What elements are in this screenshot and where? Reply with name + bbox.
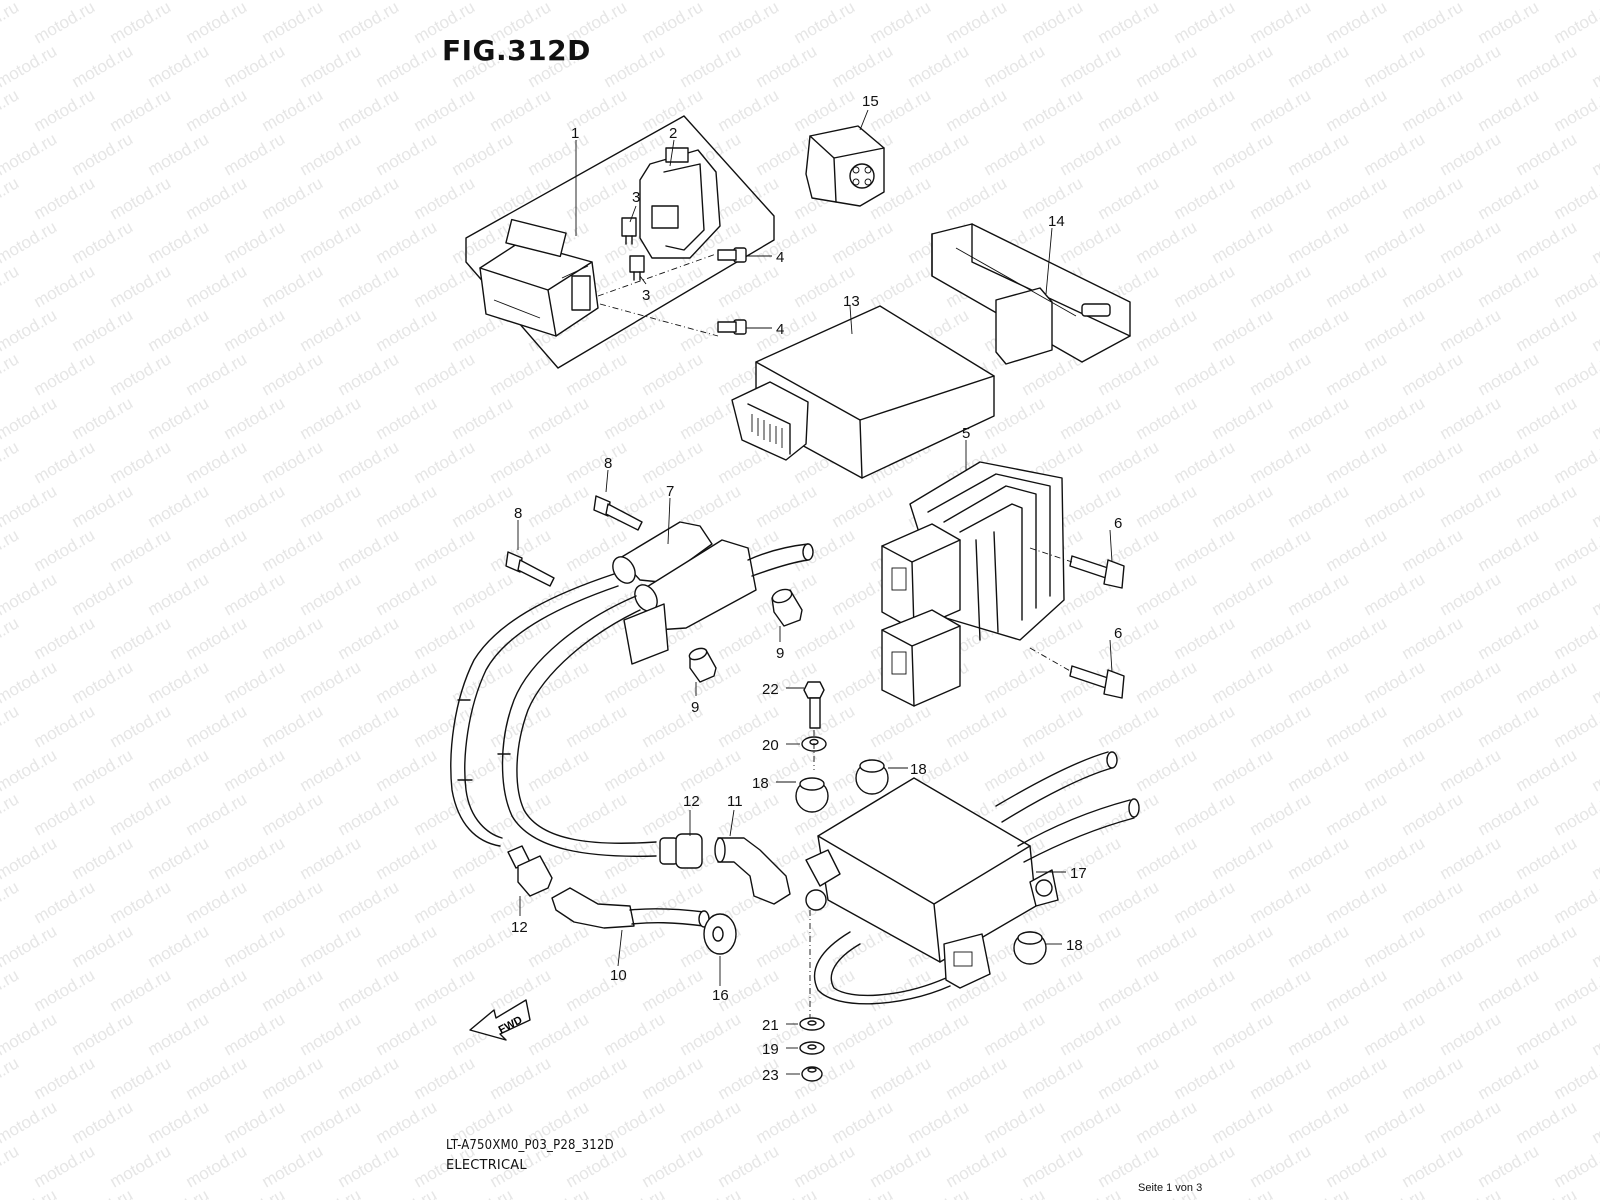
fuse-upper — [621, 217, 637, 245]
callout-labels: 1 2 3 3 4 4 5 6 6 7 8 8 9 9 10 11 12 12 … — [511, 93, 1122, 1084]
callout-2: 2 — [669, 125, 677, 142]
figure-title: FIG.312D — [442, 34, 591, 67]
callout-8: 8 — [604, 455, 612, 472]
callout-17: 17 — [1070, 865, 1087, 882]
callout-14: 14 — [1048, 213, 1065, 230]
screw-upper — [717, 247, 747, 263]
bolt-lower-regulator — [1069, 665, 1125, 699]
assembly-outline-box — [465, 115, 775, 369]
callout-10: 10 — [610, 967, 627, 984]
callout-4: 4 — [776, 321, 784, 338]
callout-6: 6 — [1114, 625, 1122, 642]
callout-18: 18 — [1066, 937, 1083, 954]
spacer-left — [688, 647, 717, 683]
callout-1: 1 — [571, 125, 579, 142]
callout-20: 20 — [762, 737, 779, 754]
bolt-coil-upper — [593, 495, 643, 531]
callout-23: 23 — [762, 1067, 779, 1084]
callout-7: 7 — [666, 483, 674, 500]
nut-23 — [801, 1066, 823, 1082]
callout-15: 15 — [862, 93, 879, 110]
plug-cap-right — [714, 837, 791, 905]
callout-11: 11 — [727, 793, 743, 810]
bolt-control-unit — [803, 681, 825, 729]
ecm — [731, 305, 995, 479]
relay-fuse-assembly — [465, 115, 775, 369]
seal-boot-center — [659, 833, 703, 869]
cushion-top — [855, 759, 889, 795]
leader-lines — [517, 109, 1113, 1075]
section-caption: ELECTRICAL — [446, 1158, 527, 1173]
callout-12: 12 — [511, 919, 528, 936]
callout-12: 12 — [683, 793, 700, 810]
ecm-cover — [931, 223, 1131, 365]
washer-lower-19 — [799, 1041, 825, 1055]
fuse-box-cover — [639, 147, 721, 259]
model-code: LT-A750XM0_P03_P28_312D — [446, 1138, 614, 1153]
plug-cap-left — [551, 887, 710, 929]
callout-9: 9 — [776, 645, 784, 662]
cushion-left — [795, 777, 829, 813]
fwd-arrow-icon: FWD — [469, 999, 531, 1041]
ignition-coil — [612, 521, 814, 665]
page-indicator: Seite 1 von 3 — [1138, 1182, 1203, 1194]
washer-lower-21 — [799, 1017, 825, 1031]
callout-4: 4 — [776, 249, 784, 266]
callout-16: 16 — [712, 987, 729, 1004]
callout-3: 3 — [642, 287, 650, 304]
relay-block — [479, 218, 599, 337]
high-tension-leads — [450, 573, 657, 857]
callout-18: 18 — [910, 761, 927, 778]
callout-21: 21 — [762, 1017, 779, 1034]
callout-9: 9 — [691, 699, 699, 716]
callout-19: 19 — [762, 1041, 779, 1058]
callout-13: 13 — [843, 293, 860, 310]
spacer-right — [771, 588, 803, 627]
callout-18: 18 — [752, 775, 769, 792]
grommet — [703, 913, 737, 955]
bolt-upper-regulator — [1069, 555, 1125, 589]
callout-22: 22 — [762, 681, 779, 698]
callout-3: 3 — [632, 189, 640, 206]
seal-boot-left — [507, 845, 553, 897]
control-unit — [805, 751, 1140, 1005]
regulator-rectifier — [881, 461, 1065, 707]
callout-5: 5 — [962, 425, 970, 442]
bolt-coil-lower — [505, 551, 555, 587]
connector — [805, 125, 885, 207]
screw-lower — [717, 319, 747, 335]
callout-8: 8 — [514, 505, 522, 522]
callout-6: 6 — [1114, 515, 1122, 532]
fuse-lower — [629, 255, 645, 281]
cushion-right — [1013, 931, 1047, 965]
